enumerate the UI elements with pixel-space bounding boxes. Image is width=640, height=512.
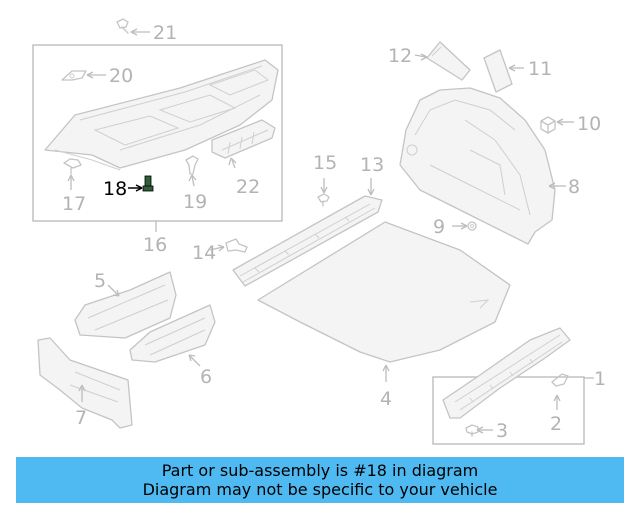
part-4-floor-mat xyxy=(257,221,511,363)
info-banner-line-1: Part or sub-assembly is #18 in diagram xyxy=(161,461,479,480)
callout-15: 15 xyxy=(313,152,337,174)
info-banner: Part or sub-assembly is #18 in diagram D… xyxy=(16,457,624,503)
part-9-screw xyxy=(467,221,477,231)
part-18-fastener xyxy=(142,175,154,192)
part-20-bracket xyxy=(61,70,87,81)
callout-1: 1 xyxy=(594,368,606,390)
callout-12: 12 xyxy=(388,45,412,67)
part-22-bracket xyxy=(211,119,276,159)
callout-13: 13 xyxy=(360,154,384,176)
callout-8: 8 xyxy=(568,176,580,198)
callout-16: 16 xyxy=(143,234,167,256)
part-8-side-trim xyxy=(399,87,556,245)
part-11-panel xyxy=(483,49,513,93)
callout-14: 14 xyxy=(192,242,216,264)
callout-20: 20 xyxy=(109,65,133,87)
part-12-panel xyxy=(426,41,471,81)
part-21-clip xyxy=(116,18,129,34)
part-13-rail xyxy=(232,195,383,287)
part-3-clip xyxy=(465,424,479,437)
callout-11: 11 xyxy=(528,58,552,80)
callout-7: 7 xyxy=(75,407,87,429)
callout-9: 9 xyxy=(433,216,445,238)
callout-18: 18 xyxy=(103,178,127,200)
part-6-panel xyxy=(129,304,216,363)
part-5-panel xyxy=(74,271,177,339)
part-2-clip xyxy=(551,373,569,387)
callout-17: 17 xyxy=(62,193,86,215)
callout-22: 22 xyxy=(236,176,260,198)
part-14-clip xyxy=(225,238,248,253)
callout-10: 10 xyxy=(577,113,601,135)
scuff-plate xyxy=(442,327,571,419)
part-7-panel xyxy=(37,337,133,429)
part-15-clip xyxy=(317,193,330,207)
callout-3: 3 xyxy=(496,420,508,442)
part-17-clip xyxy=(63,158,82,175)
callout-2: 2 xyxy=(550,413,562,435)
rear-shelf-panel xyxy=(44,59,279,171)
part-10-cube xyxy=(540,116,556,134)
callout-6: 6 xyxy=(200,366,212,388)
callout-21: 21 xyxy=(153,22,177,44)
callout-5: 5 xyxy=(94,270,106,292)
callout-4: 4 xyxy=(380,388,392,410)
info-banner-line-2: Diagram may not be specific to your vehi… xyxy=(142,480,498,499)
part-19-clip xyxy=(185,155,199,175)
group-box-16 xyxy=(32,44,283,222)
callout-19: 19 xyxy=(183,191,207,213)
